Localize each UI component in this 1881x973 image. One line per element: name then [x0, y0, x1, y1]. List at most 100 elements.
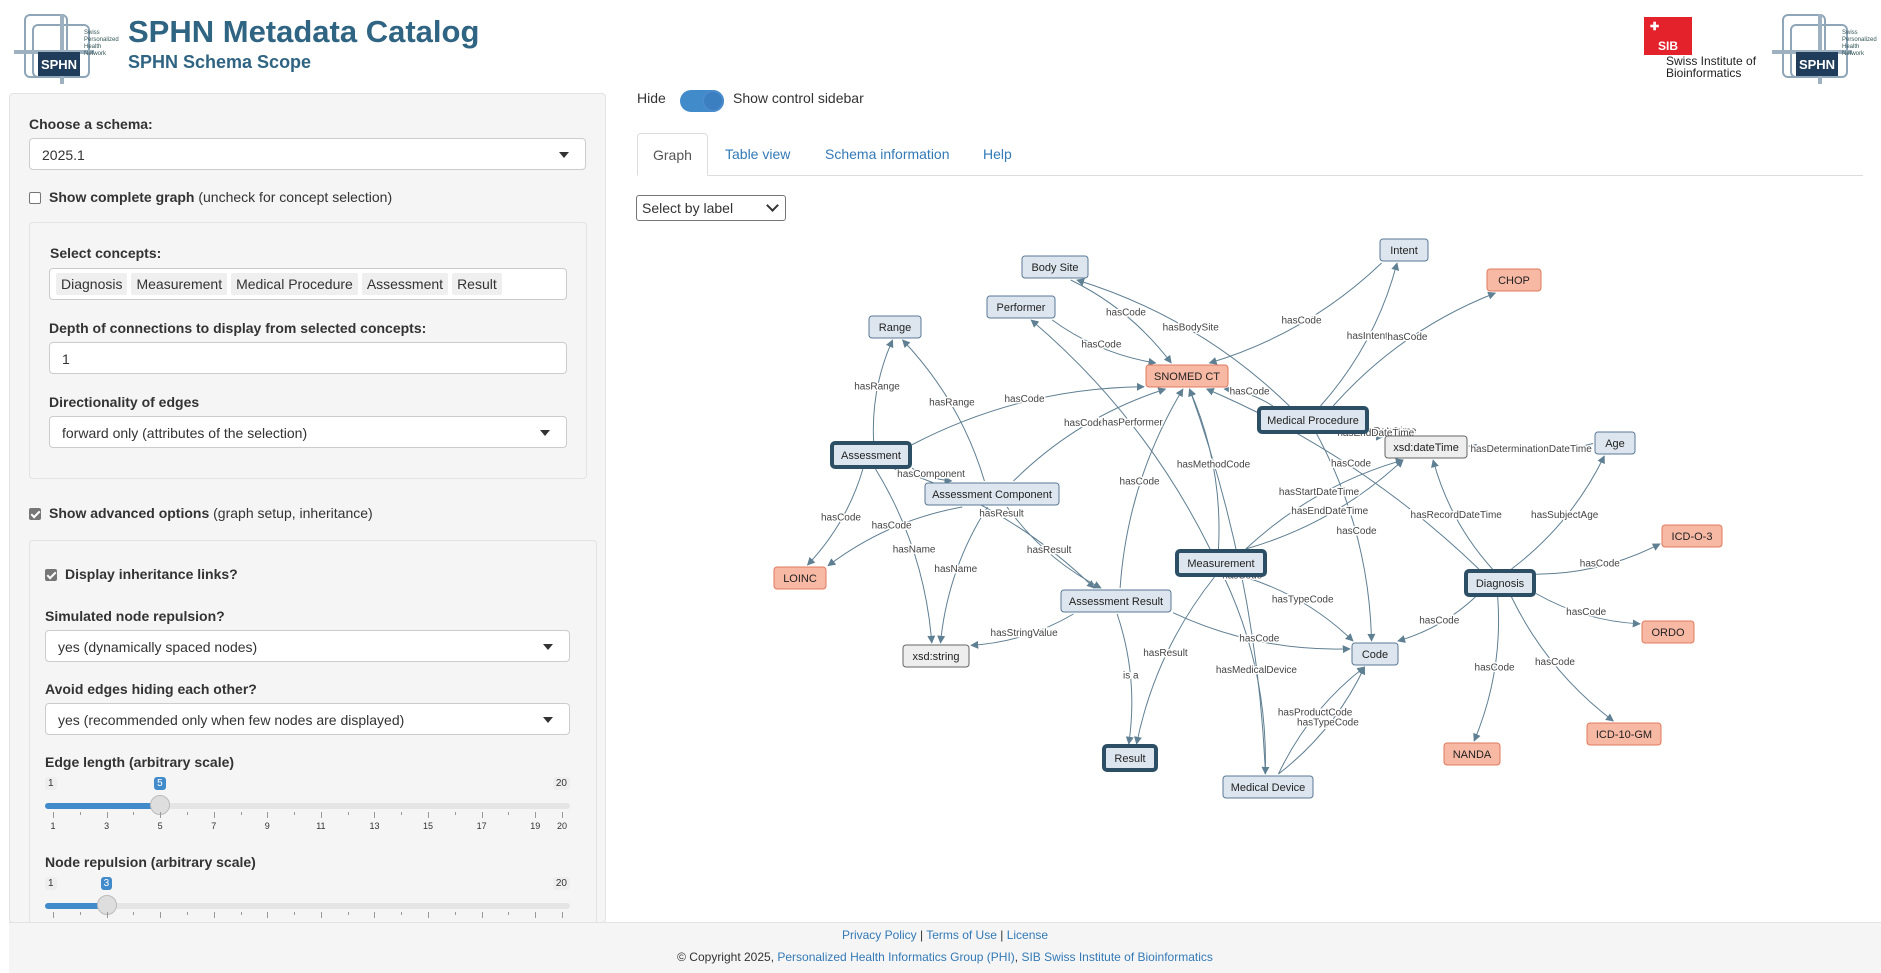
- graph-node-meddevice[interactable]: Medical Device: [1222, 775, 1314, 799]
- graph-edge[interactable]: [1397, 596, 1476, 643]
- graph-edge[interactable]: [1006, 506, 1102, 589]
- graph-edge[interactable]: [1030, 319, 1211, 550]
- depth-input[interactable]: 1: [49, 342, 567, 374]
- graph-node-box[interactable]: [1102, 744, 1158, 772]
- repulsion-select[interactable]: yes (dynamically spaced nodes): [45, 630, 570, 662]
- graph-edge[interactable]: [1070, 279, 1172, 364]
- graph-edge[interactable]: [827, 506, 963, 567]
- privacy-policy-link[interactable]: Privacy Policy: [841, 928, 917, 942]
- graph-edge[interactable]: [1278, 666, 1366, 775]
- graph-edge[interactable]: [806, 468, 864, 566]
- graph-edge[interactable]: [937, 506, 988, 644]
- graph-node-box[interactable]: [1661, 524, 1723, 548]
- graph-node-box[interactable]: [1586, 722, 1662, 746]
- graph-node-box[interactable]: [1464, 569, 1536, 597]
- graph-edge[interactable]: [1535, 543, 1661, 575]
- graph-node-snomed[interactable]: SNOMED CT: [1145, 364, 1229, 388]
- avoid-edges-select[interactable]: yes (recommended only when few nodes are…: [45, 703, 570, 735]
- graph-node-box[interactable]: [1222, 775, 1314, 799]
- graph-edge[interactable]: [894, 468, 1095, 589]
- graph-edge[interactable]: [1535, 593, 1641, 628]
- graph-node-box[interactable]: [1384, 435, 1468, 459]
- graph-edge[interactable]: [1188, 388, 1266, 775]
- graph-node-assessresult[interactable]: Assessment Result: [1060, 589, 1172, 613]
- concept-tag[interactable]: Medical Procedure: [231, 273, 358, 295]
- sidebar-toggle-switch[interactable]: [680, 90, 724, 112]
- graph-node-box[interactable]: [1021, 255, 1089, 279]
- graph-edge[interactable]: [1116, 613, 1134, 745]
- graph-node-code[interactable]: Code: [1351, 642, 1399, 666]
- graph-edge[interactable]: [1223, 385, 1274, 407]
- graph-node-age[interactable]: Age: [1594, 431, 1636, 455]
- graph-node-box[interactable]: [986, 295, 1056, 319]
- graph-node-ordo[interactable]: ORDO: [1641, 620, 1695, 644]
- graph-edge[interactable]: [1172, 612, 1351, 654]
- graph-edge[interactable]: [1051, 319, 1157, 366]
- node-repulsion-slider[interactable]: 1 20 3: [45, 877, 570, 922]
- graph-node-box[interactable]: [1443, 742, 1501, 766]
- tab-help[interactable]: Help: [983, 146, 1012, 162]
- select-by-label[interactable]: Select by label: [636, 195, 786, 221]
- inheritance-checkbox[interactable]: [45, 569, 57, 581]
- graph-edge[interactable]: [970, 613, 1074, 649]
- graph-node-box[interactable]: [902, 644, 970, 668]
- graph-node-box[interactable]: [1145, 364, 1229, 388]
- graph-edge[interactable]: [1511, 455, 1605, 570]
- complete-graph-checkbox[interactable]: [29, 192, 41, 204]
- graph-edge[interactable]: [1134, 576, 1215, 745]
- graph-edge[interactable]: [1473, 596, 1500, 742]
- graph-node-performer[interactable]: Performer: [986, 295, 1056, 319]
- graph-node-medproc[interactable]: Medical Procedure: [1257, 406, 1369, 434]
- concept-tag[interactable]: Measurement: [131, 273, 228, 295]
- license-link[interactable]: License: [1006, 928, 1049, 942]
- tab-graph[interactable]: Graph: [637, 133, 708, 176]
- graph-node-loinc[interactable]: LOINC: [773, 566, 827, 590]
- sib-link[interactable]: SIB Swiss Institute of Bioinformatics: [1021, 950, 1213, 964]
- graph-node-box[interactable]: [1175, 549, 1267, 577]
- graph-node-result[interactable]: Result: [1102, 744, 1158, 772]
- graph-edge[interactable]: [911, 467, 953, 485]
- concept-tag[interactable]: Assessment: [361, 273, 449, 295]
- graph-edge[interactable]: [1332, 291, 1497, 407]
- graph-node-nanda[interactable]: NANDA: [1443, 742, 1501, 766]
- graph-edge[interactable]: [1431, 459, 1493, 570]
- graph-node-measurement[interactable]: Measurement: [1175, 549, 1267, 577]
- graph-node-datetime[interactable]: xsd:dateTime: [1384, 435, 1468, 459]
- graph-node-box[interactable]: [1641, 620, 1695, 644]
- graph-edge[interactable]: [875, 468, 936, 644]
- graph-edge[interactable]: [1076, 278, 1290, 407]
- graph-node-diagnosis[interactable]: Diagnosis: [1464, 569, 1536, 597]
- graph-node-icd10gm[interactable]: ICD-10-GM: [1586, 722, 1662, 746]
- graph-edge[interactable]: [901, 339, 985, 482]
- graph-node-intent[interactable]: Intent: [1379, 238, 1429, 262]
- advanced-options-checkbox[interactable]: [29, 508, 41, 520]
- graph-node-box[interactable]: [1379, 238, 1429, 262]
- graph-edge[interactable]: [1245, 459, 1404, 550]
- graph-node-box[interactable]: [924, 482, 1060, 506]
- schema-select[interactable]: 2025.1: [29, 138, 586, 170]
- graph-edge[interactable]: [1013, 387, 1167, 482]
- graph-edge[interactable]: [911, 382, 1145, 446]
- graph-node-box[interactable]: [1351, 642, 1399, 666]
- phi-link[interactable]: Personalized Health Informatics Group (P…: [777, 950, 1015, 964]
- graph-node-xsdstring[interactable]: xsd:string: [902, 644, 970, 668]
- graph-node-assesscomp[interactable]: Assessment Component: [924, 482, 1060, 506]
- graph-node-range[interactable]: Range: [868, 315, 922, 339]
- graph-edge[interactable]: [1316, 433, 1376, 642]
- graph-node-box[interactable]: [1594, 431, 1636, 455]
- graph-edge[interactable]: [872, 339, 894, 442]
- terms-of-use-link[interactable]: Terms of Use: [926, 928, 997, 942]
- graph-node-box[interactable]: [773, 566, 827, 590]
- graph-edge[interactable]: [1245, 458, 1404, 550]
- concepts-input[interactable]: Diagnosis Measurement Medical Procedure …: [49, 268, 567, 300]
- switch-knob[interactable]: [702, 90, 724, 112]
- graph-node-assessment[interactable]: Assessment: [830, 441, 912, 469]
- concept-tag[interactable]: Diagnosis: [56, 273, 128, 295]
- graph-node-chop[interactable]: CHOP: [1486, 268, 1542, 292]
- graph-node-bodysite[interactable]: Body Site: [1021, 255, 1089, 279]
- graph-edge[interactable]: [1511, 596, 1614, 722]
- graph-edge[interactable]: [1188, 388, 1220, 550]
- graph-node-box[interactable]: [830, 441, 912, 469]
